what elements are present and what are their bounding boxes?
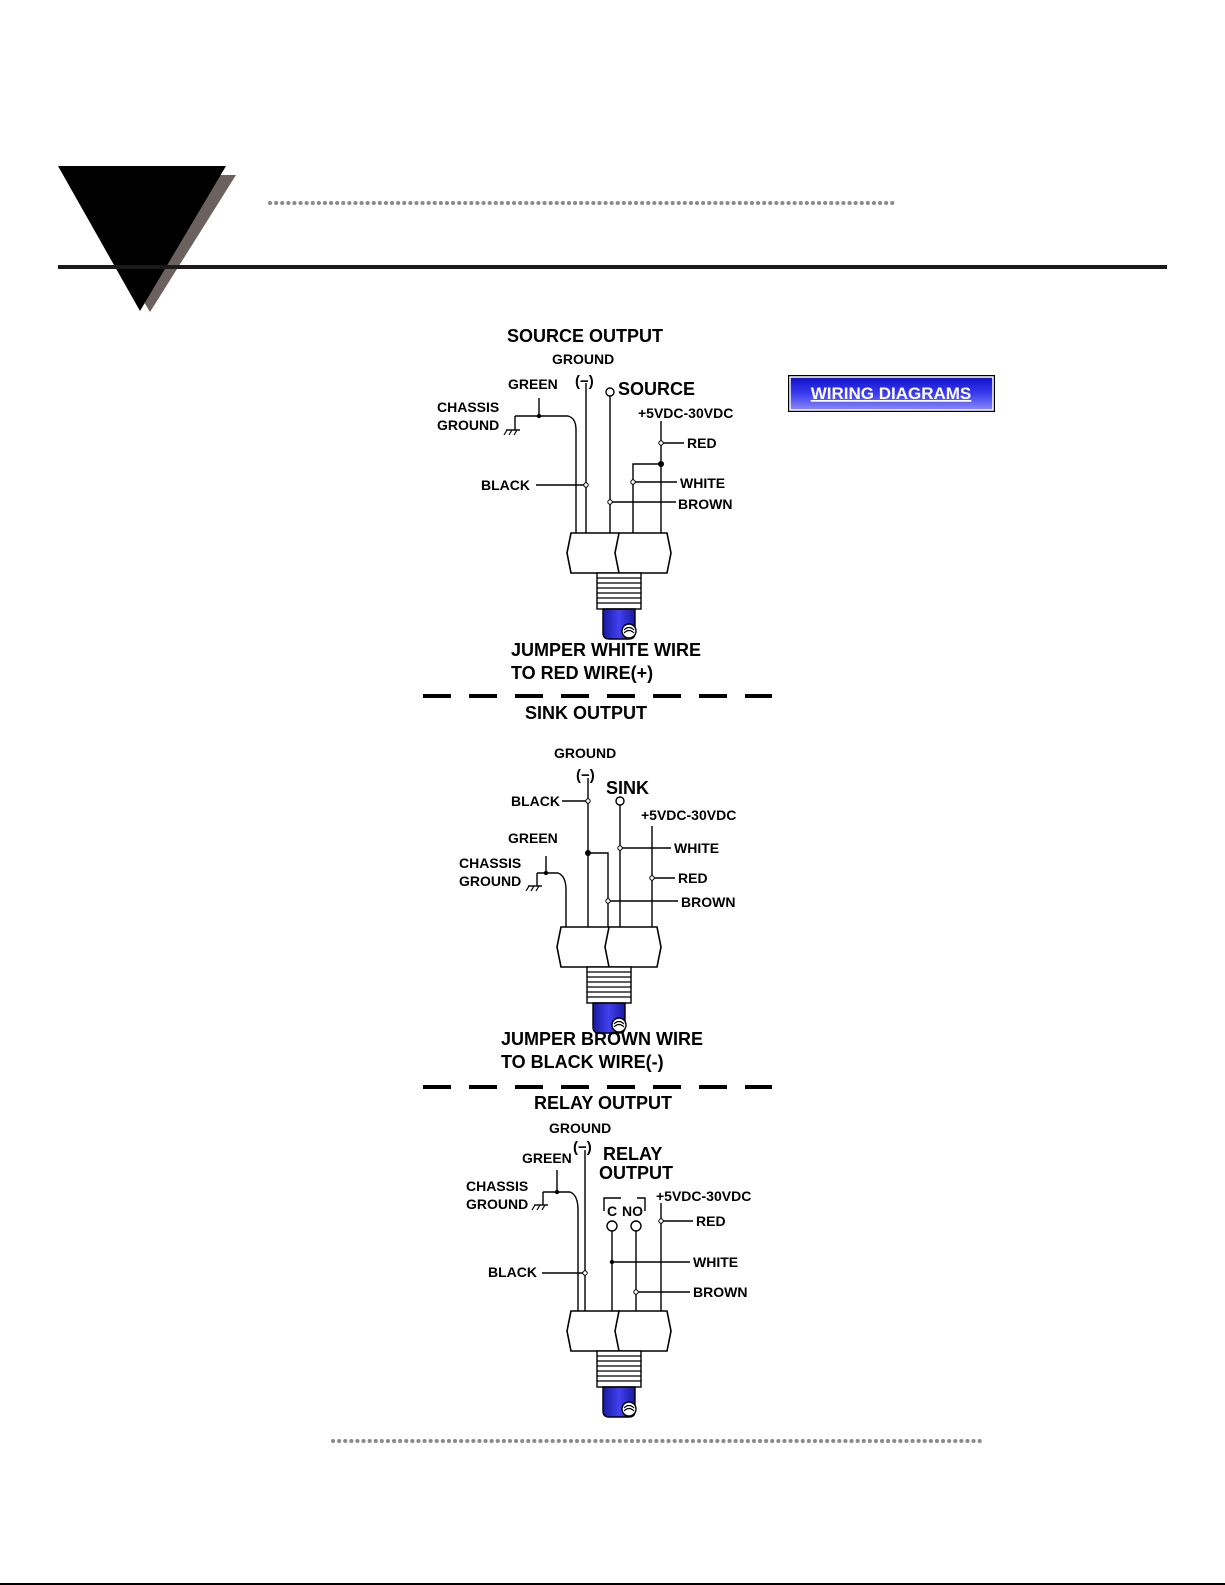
source-chassis-label-2: GROUND [437, 417, 499, 433]
relay-c-label: C [607, 1203, 617, 1219]
relay-output-title: RELAY OUTPUT [534, 1093, 672, 1113]
source-output-title: SOURCE OUTPUT [507, 326, 663, 346]
relay-brown-label: BROWN [693, 1284, 747, 1300]
source-chassis-label-1: CHASSIS [437, 399, 499, 415]
sink-chassis-label-2: GROUND [459, 873, 521, 889]
relay-sensor-icon [566, 1310, 672, 1418]
sink-note-line-2: TO BLACK WIRE(-) [501, 1052, 664, 1072]
source-note-line-2: TO RED WIRE(+) [511, 663, 653, 683]
triangle-logo-icon [58, 166, 236, 312]
sink-black-label: BLACK [511, 793, 560, 809]
sink-green-label: GREEN [508, 830, 558, 846]
relay-black-label: BLACK [488, 1264, 537, 1280]
sink-sensor-icon [556, 926, 662, 1034]
source-white-label: WHITE [680, 475, 725, 491]
relay-ground-label: GROUND [549, 1120, 611, 1136]
relay-no-label: NO [622, 1203, 643, 1219]
relay-voltage-label: +5VDC-30VDC [656, 1188, 751, 1204]
wiring-diagrams-label: WIRING DIAGRAMS [811, 384, 972, 403]
sink-wires [525, 778, 678, 927]
source-green-label: GREEN [508, 376, 558, 392]
relay-minus-label: (−) [573, 1139, 592, 1156]
source-output-diagram: SOURCE OUTPUT GROUND (−) GREEN SOURCE +5… [437, 326, 733, 683]
source-red-label: RED [687, 435, 717, 451]
source-black-label: BLACK [481, 477, 530, 493]
source-minus-label: (−) [575, 373, 594, 390]
wiring-diagrams-badge: WIRING DIAGRAMS [788, 375, 995, 412]
relay-output-diagram: RELAY OUTPUT GROUND (−) GREEN RELAY OUTP… [466, 1093, 751, 1418]
sink-voltage-label: +5VDC-30VDC [641, 807, 736, 823]
sink-minus-label: (−) [576, 767, 595, 784]
relay-red-label: RED [696, 1213, 726, 1229]
relay-wires [531, 1150, 693, 1311]
sink-terminal-label: SINK [606, 778, 649, 798]
relay-white-label: WHITE [693, 1254, 738, 1270]
relay-terminal-label-2: OUTPUT [599, 1163, 673, 1183]
sink-output-title: SINK OUTPUT [525, 703, 647, 723]
sink-white-label: WHITE [674, 840, 719, 856]
source-voltage-label: +5VDC-30VDC [638, 405, 733, 421]
source-terminal-label: SOURCE [618, 379, 695, 399]
relay-chassis-label-2: GROUND [466, 1196, 528, 1212]
source-brown-label: BROWN [678, 496, 732, 512]
source-note-line-1: JUMPER WHITE WIRE [511, 640, 701, 660]
source-ground-label: GROUND [552, 351, 614, 367]
sink-ground-label: GROUND [554, 745, 616, 761]
relay-green-label: GREEN [522, 1150, 572, 1166]
source-sensor-icon [566, 532, 672, 640]
sink-note-line-1: JUMPER BROWN WIRE [501, 1029, 703, 1049]
sink-output-diagram: SINK OUTPUT GROUND (−) SINK BLACK +5VDC-… [459, 703, 736, 1072]
relay-terminal-label-1: RELAY [603, 1144, 662, 1164]
sink-chassis-label-1: CHASSIS [459, 855, 521, 871]
relay-chassis-label-1: CHASSIS [466, 1178, 528, 1194]
sink-brown-label: BROWN [681, 894, 735, 910]
source-wires [503, 383, 684, 533]
sink-red-label: RED [678, 870, 708, 886]
